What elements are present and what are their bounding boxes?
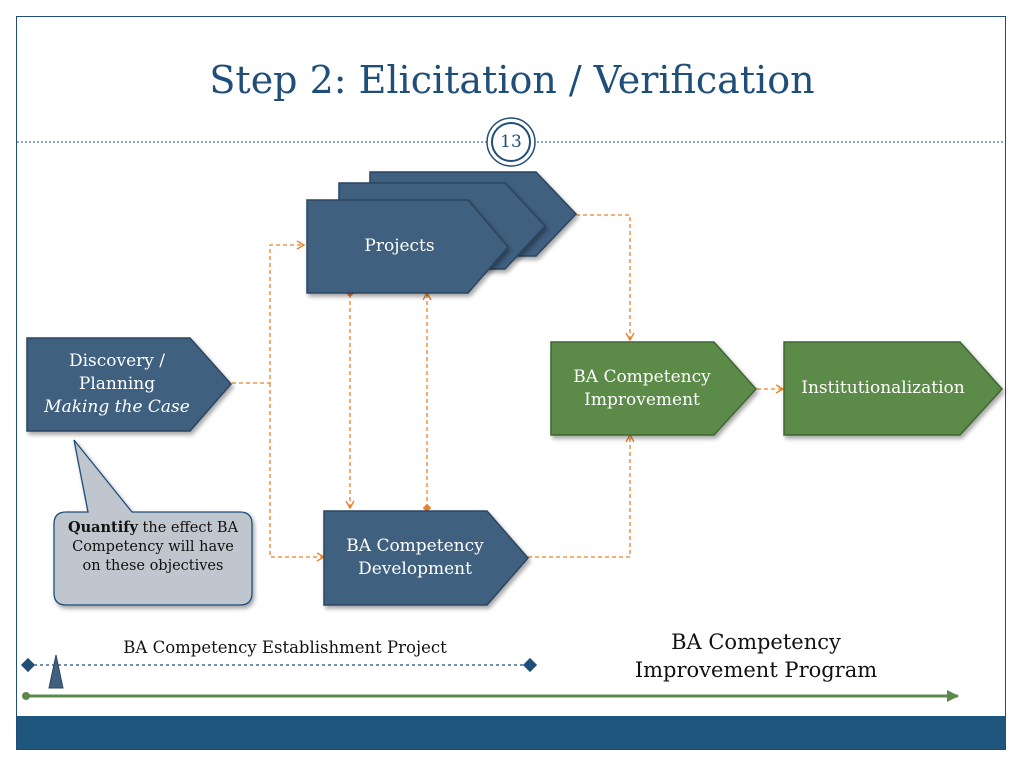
- program-timeline-start-dot: [22, 692, 30, 700]
- discovery-line1: Discovery /: [68, 351, 166, 371]
- projects-node-shape: [306, 199, 509, 294]
- institutionalization-node: Institutionalization: [784, 342, 982, 435]
- discovery-node: Discovery / Planning Making the Case: [27, 338, 207, 431]
- institutionalization-label: Institutionalization: [801, 378, 965, 398]
- establishment-project-label: BA Competency Establishment Project: [123, 638, 447, 657]
- page-number: 13: [500, 132, 522, 152]
- program-label-line2: Improvement Program: [634, 658, 878, 682]
- projects-node: Projects: [307, 200, 492, 293]
- current-position-marker: [48, 654, 64, 689]
- program-label-line1: BA Competency: [671, 630, 841, 654]
- discovery-node-shape: [26, 337, 232, 432]
- discovery-line3: Making the Case: [44, 397, 190, 417]
- slide-title: Step 2: Elicitation / Verification: [209, 58, 815, 102]
- connector-discovery-to-projects: [232, 240, 306, 384]
- improvement-line2: Improvement: [584, 389, 700, 410]
- connector-discovery-to-development: [269, 383, 326, 562]
- discovery-line2: Planning: [78, 374, 156, 394]
- footer-bar: [17, 716, 1005, 749]
- improvement-node: BA Competency Improvement: [551, 342, 733, 435]
- development-line2: Development: [358, 559, 472, 579]
- projects-label: Projects: [364, 236, 435, 256]
- improvement-program-label: BA Competency Improvement Program: [600, 628, 912, 684]
- institutionalization-node-shape: [783, 341, 1004, 436]
- connector-development-to-improvement: [528, 433, 635, 558]
- establishment-start-diamond: [20, 657, 36, 673]
- improvement-line1: BA Competency: [573, 366, 711, 387]
- development-node: BA Competency Development: [324, 511, 506, 605]
- establishment-end-diamond: [522, 657, 538, 673]
- quantify-callout: Quantify the effect BA Competency will h…: [62, 518, 244, 576]
- connector-projects-to-improvement: [576, 214, 635, 342]
- callout-bold: Quantify: [67, 519, 138, 536]
- development-line1: BA Competency: [346, 536, 484, 556]
- connector-start-diamond: [422, 503, 432, 513]
- callout-text: the effect BA Competency will have on th…: [72, 520, 239, 574]
- page-number-inner-ring: [491, 122, 531, 162]
- quantify-callout-shape: [53, 439, 253, 606]
- improvement-node-shape: [550, 341, 758, 436]
- development-node-shape: [323, 510, 529, 606]
